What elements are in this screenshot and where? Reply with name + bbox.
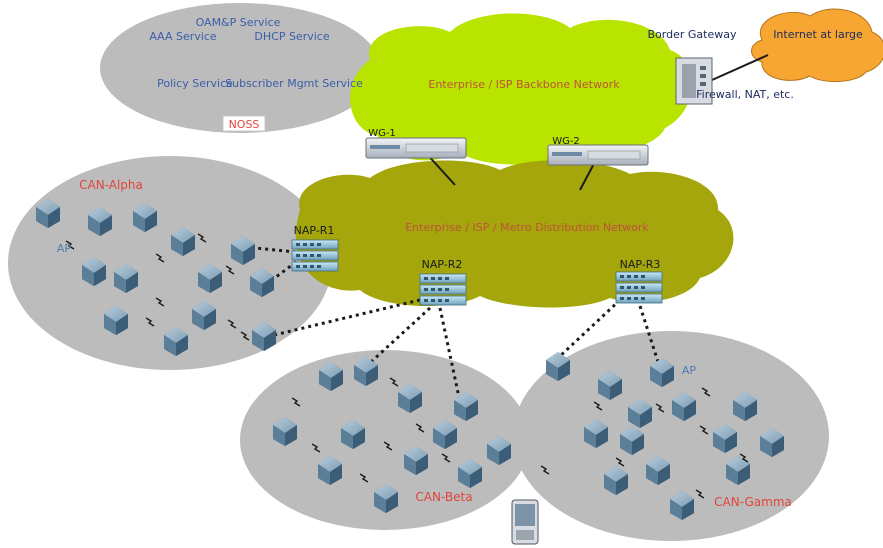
wg-2-label: WG-2 [552,136,580,147]
nap-r3-label: NAP-R3 [620,258,661,271]
nap-r3-switch-icon [615,271,663,304]
noss-label-box [222,115,266,132]
noss-service-policy: Policy Service [157,77,233,90]
can-gamma-ap-label: AP [682,364,697,377]
internet-label: Internet at large [773,28,863,41]
can-alpha-label: CAN-Alpha [79,178,143,192]
can-beta-label: CAN-Beta [415,490,472,504]
pda-device-icon [511,499,539,545]
can-alpha-ap-label: AP [57,242,72,255]
wg-1-label: WG-1 [368,128,396,139]
noss-region [100,3,380,133]
noss-service-aaa: AAA Service [149,30,217,43]
distribution-cloud [295,160,734,308]
border-gateway-firewall-icon [675,57,713,105]
nap-r1-label: NAP-R1 [294,224,335,237]
nap-r1-switch-icon [291,239,339,272]
border-gateway-label: Border Gateway [648,28,737,41]
backbone-label: Enterprise / ISP Backbone Network [428,78,620,91]
wg-1-server [365,137,467,159]
internet-cloud [751,8,883,83]
noss-service-oamp: OAM&P Service [196,16,281,29]
can-beta-region [240,350,530,530]
wg-2-server [547,144,649,166]
can-gamma-label: CAN-Gamma [714,495,792,509]
distribution-label: Enterprise / ISP / Metro Distribution Ne… [405,221,649,234]
noss-service-dhcp: DHCP Service [254,30,329,43]
noss-service-subscriber: Subscriber Mgmt Service [225,77,363,90]
can-alpha-region [8,156,332,370]
can-gamma-region [513,331,829,541]
noss-label: NOSS [229,118,260,131]
nap-r2-switch-icon [419,273,467,306]
border-gateway-note: Firewall, NAT, etc. [696,88,794,101]
backbone-cloud [350,13,692,165]
nap-r2-label: NAP-R2 [422,258,463,271]
